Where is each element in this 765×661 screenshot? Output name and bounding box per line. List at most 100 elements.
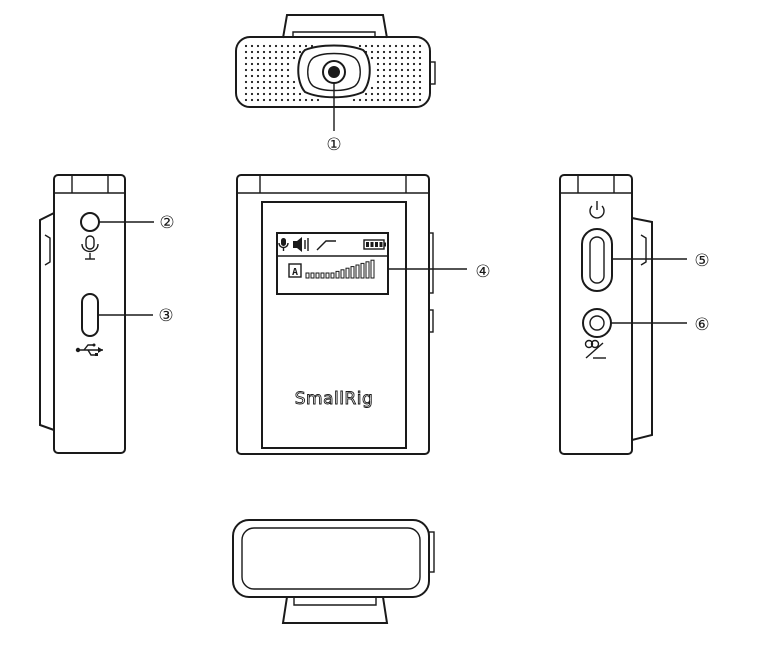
grille-dot xyxy=(286,98,290,102)
grille-dot xyxy=(412,74,416,78)
grille-dot xyxy=(364,98,368,102)
grille-dot xyxy=(304,98,308,102)
grille-dot xyxy=(244,62,248,66)
grille-dot xyxy=(244,68,248,72)
front-panel xyxy=(261,201,407,449)
grille-dot xyxy=(382,80,386,84)
audio-level-meter xyxy=(305,259,375,279)
grille-dot xyxy=(406,56,410,60)
grille-dot xyxy=(292,56,296,60)
grille-dot xyxy=(274,92,278,96)
power-icon xyxy=(589,201,605,219)
grille-dot xyxy=(382,68,386,72)
grille-dot xyxy=(244,92,248,96)
grille-dot xyxy=(262,50,266,54)
grille-dot xyxy=(364,92,368,96)
grille-dot xyxy=(382,86,386,90)
grille-dot xyxy=(400,74,404,78)
callout-4: ④ xyxy=(475,262,490,282)
grille-dot xyxy=(418,62,422,66)
grille-dot xyxy=(400,44,404,48)
grille-dot xyxy=(376,98,380,102)
grille-dot xyxy=(244,44,248,48)
grille-dot xyxy=(286,74,290,78)
level-bar xyxy=(350,266,355,279)
grille-dot xyxy=(412,98,416,102)
grille-dot xyxy=(412,92,416,96)
grille-dot xyxy=(250,86,254,90)
grille-dot xyxy=(274,44,278,48)
grille-dot xyxy=(256,62,260,66)
grille-dot xyxy=(394,44,398,48)
grille-dot xyxy=(250,80,254,84)
grille-dot xyxy=(268,80,272,84)
device-front-view: A ④ SmallRig xyxy=(236,174,491,455)
grille-dot xyxy=(262,62,266,66)
belt-clip xyxy=(39,212,55,431)
grille-dot xyxy=(406,50,410,54)
oled-screen: A xyxy=(276,232,389,295)
grille-dot xyxy=(286,92,290,96)
grille-dot xyxy=(388,86,392,90)
grille-dot xyxy=(394,80,398,84)
grille-dot xyxy=(406,44,410,48)
grille-dot xyxy=(268,44,272,48)
usb-c-port xyxy=(81,293,99,337)
grille-dot xyxy=(370,50,374,54)
usb-icon xyxy=(75,343,103,356)
power-button xyxy=(581,228,613,292)
grille-dot xyxy=(358,98,362,102)
grille-dot xyxy=(268,98,272,102)
grille-dot xyxy=(406,74,410,78)
callout-3: ③ xyxy=(158,306,173,326)
grille-dot xyxy=(412,80,416,84)
grille-dot xyxy=(418,68,422,72)
grille-dot xyxy=(292,86,296,90)
grille-dot xyxy=(352,98,356,102)
grille-dot xyxy=(274,98,278,102)
grille-dot xyxy=(256,86,260,90)
grille-dot xyxy=(280,86,284,90)
grille-dot xyxy=(274,62,278,66)
grille-dot xyxy=(256,74,260,78)
grille-dot xyxy=(280,56,284,60)
grille-dot xyxy=(280,92,284,96)
grille-dot xyxy=(286,68,290,72)
grille-dot xyxy=(286,44,290,48)
level-bar xyxy=(315,272,320,279)
grille-dot xyxy=(256,68,260,72)
grille-dot xyxy=(394,86,398,90)
grille-dot xyxy=(250,44,254,48)
grille-dot xyxy=(400,68,404,72)
grille-dot xyxy=(406,80,410,84)
level-bar xyxy=(370,259,375,279)
grille-dot xyxy=(394,56,398,60)
grille-dot xyxy=(250,62,254,66)
grille-dot xyxy=(304,44,308,48)
grille-dot xyxy=(388,50,392,54)
noise-cancel-icon xyxy=(316,240,336,251)
grille-dot xyxy=(286,86,290,90)
grille-dot xyxy=(394,92,398,96)
grille-dot xyxy=(394,74,398,78)
grille-dot xyxy=(268,74,272,78)
grille-dot xyxy=(268,62,272,66)
grille-dot xyxy=(274,86,278,90)
grille-dot xyxy=(268,50,272,54)
grille-dot xyxy=(262,56,266,60)
grille-dot xyxy=(280,62,284,66)
pair-button xyxy=(582,308,612,338)
grille-dot xyxy=(412,44,416,48)
grille-dot xyxy=(412,50,416,54)
grille-dot xyxy=(262,98,266,102)
grille-dot xyxy=(256,56,260,60)
grille-dot xyxy=(388,80,392,84)
grille-dot xyxy=(256,44,260,48)
grille-dot xyxy=(244,56,248,60)
grille-dot xyxy=(280,98,284,102)
grille-dot xyxy=(298,44,302,48)
grille-dot xyxy=(400,50,404,54)
device-left-side-view: ② ③ xyxy=(39,174,175,454)
grille-dot xyxy=(400,98,404,102)
grille-dot xyxy=(400,80,404,84)
